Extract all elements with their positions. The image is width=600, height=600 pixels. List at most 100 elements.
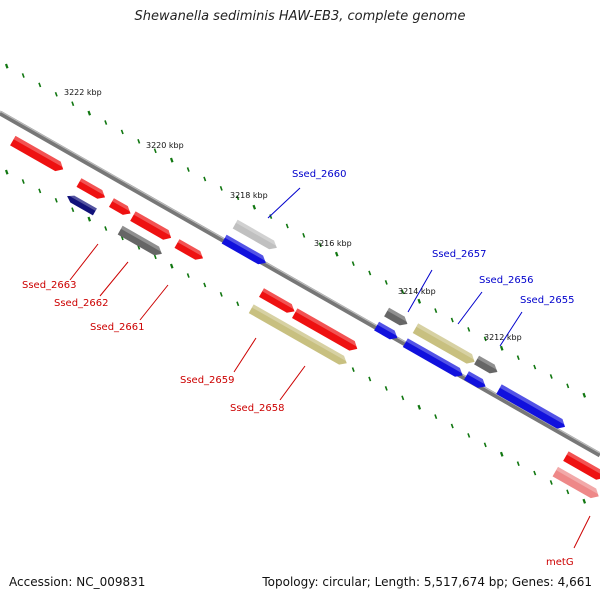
- tick-mark: [401, 289, 405, 295]
- tick-mark: [434, 414, 438, 419]
- tick-mark: [516, 461, 520, 467]
- tick-mark: [186, 167, 190, 172]
- feature-ssed-2657-body: [374, 321, 398, 340]
- feature-ssed-2656: [412, 323, 478, 364]
- feature-ssed-2660b-shine: [177, 239, 206, 258]
- tick-mark: [582, 498, 587, 504]
- tick-mark: [351, 367, 355, 372]
- gene-labels[interactable]: Ssed_2663 Ssed_2662 Ssed_2661 Ssed_2660 …: [22, 169, 575, 568]
- feature-ssed-2663-shine: [79, 178, 108, 197]
- tick-mark: [368, 270, 372, 276]
- leader-line: [69, 243, 99, 281]
- tick-mark: [417, 298, 422, 304]
- feature-ssed-2661b-body: [117, 225, 162, 256]
- tick-mark: [285, 223, 289, 229]
- feature-ssed-2661: [130, 211, 174, 240]
- gene-label-ssed-2656[interactable]: Ssed_2656: [479, 275, 534, 286]
- feature-ssed-2655c: [463, 371, 489, 388]
- feature-ssed-2655b-shine: [477, 355, 500, 371]
- tick-mark: [153, 148, 157, 154]
- tick-mark: [566, 383, 570, 389]
- tick-mark: [137, 138, 141, 144]
- tick-mark: [120, 129, 124, 135]
- tick-mark: [236, 195, 240, 201]
- tick-mark: [467, 433, 471, 438]
- gene-label-ssed-2657[interactable]: Ssed_2657: [432, 249, 487, 260]
- feature-ssed-2655-body: [496, 384, 566, 429]
- gene-label-ssed-2655[interactable]: Ssed_2655: [520, 295, 575, 306]
- feature-ssed-2658: [292, 308, 360, 351]
- feature-ssed-2656b-shine: [406, 338, 466, 375]
- leader-line: [139, 284, 169, 321]
- feature-metg-b: [563, 451, 600, 480]
- feature-metg-b-shine: [566, 451, 600, 477]
- tick-mark: [384, 280, 388, 285]
- feature-ssed-2655c-shine: [467, 371, 489, 386]
- tick-mark: [71, 101, 75, 107]
- tick-mark: [153, 254, 157, 260]
- genome-summary: Topology: circular; Length: 5,517,674 bp…: [262, 575, 592, 589]
- feature-ssed-2657-shine: [377, 321, 400, 337]
- tick-mark: [450, 317, 454, 323]
- leader-line: [233, 337, 257, 373]
- backbone-line: [0, 110, 600, 458]
- feature-ssed-2656b: [402, 338, 466, 377]
- tick-mark: [38, 188, 42, 194]
- tick-mark: [54, 91, 58, 97]
- tick-mark: [54, 197, 58, 203]
- tick-mark: [351, 261, 355, 266]
- tick-label: 3212 kbp: [484, 333, 522, 342]
- gene-label-ssed-2659[interactable]: Ssed_2659: [180, 375, 235, 386]
- tick-label: 3218 kbp: [230, 191, 268, 200]
- gene-label-ssed-2658[interactable]: Ssed_2658: [230, 403, 285, 414]
- tick-mark: [516, 355, 520, 361]
- feature-ssed-2656b-body: [402, 338, 463, 377]
- tick-mark: [533, 470, 537, 476]
- tick-mark: [203, 176, 207, 182]
- feature-ssed-2657b: [384, 307, 410, 326]
- feature-metg-shine: [556, 466, 600, 495]
- tick-mark: [384, 386, 388, 391]
- gene-label-ssed-2663[interactable]: Ssed_2663: [22, 280, 77, 291]
- outer-tick-track: [4, 63, 587, 398]
- tick-mark: [219, 185, 223, 191]
- feature-ssed-2660b: [174, 239, 206, 260]
- feature-ssed-2664-body: [10, 135, 64, 172]
- gene-label-metg[interactable]: metG: [546, 557, 574, 568]
- feature-ssed-2663b-shine: [67, 192, 97, 211]
- leader-line: [99, 261, 129, 297]
- feature-ssed-2660c-shine: [224, 234, 269, 262]
- tick-mark: [483, 336, 487, 342]
- feature-ssed-2662: [108, 198, 134, 215]
- tick-mark: [169, 157, 174, 163]
- tick-mark: [549, 480, 553, 485]
- feature-ssed-2655c-body: [463, 371, 486, 388]
- feature-ssed-2660-body: [232, 219, 277, 250]
- feature-track: [10, 135, 600, 499]
- feature-ssed-2663-body: [76, 178, 106, 199]
- feature-metg-body: [552, 466, 599, 499]
- gene-label-ssed-2661[interactable]: Ssed_2661: [90, 322, 145, 333]
- feature-ssed-2659-body: [259, 288, 295, 313]
- tick-mark: [169, 263, 174, 269]
- feature-ssed-2657b-shine: [387, 307, 410, 323]
- feature-ssed-2656-shine: [416, 323, 478, 361]
- tick-mark: [549, 374, 553, 379]
- tick-mark: [87, 110, 92, 116]
- tick-mark: [4, 169, 9, 175]
- feature-ssed-2663: [76, 178, 108, 199]
- tick-mark: [467, 327, 471, 332]
- tick-mark: [434, 308, 438, 313]
- tick-mark: [417, 404, 422, 410]
- leader-line: [499, 311, 523, 347]
- gene-label-ssed-2662[interactable]: Ssed_2662: [54, 298, 109, 309]
- tick-mark: [104, 226, 108, 231]
- feature-ssed-2657b-body: [384, 307, 408, 326]
- tick-mark: [334, 251, 339, 257]
- gene-label-ssed-2660[interactable]: Ssed_2660: [292, 169, 347, 180]
- tick-mark: [4, 63, 9, 69]
- feature-ssed-2662-shine: [112, 198, 134, 213]
- tick-label: 3220 kbp: [146, 141, 184, 150]
- tick-mark: [318, 242, 322, 248]
